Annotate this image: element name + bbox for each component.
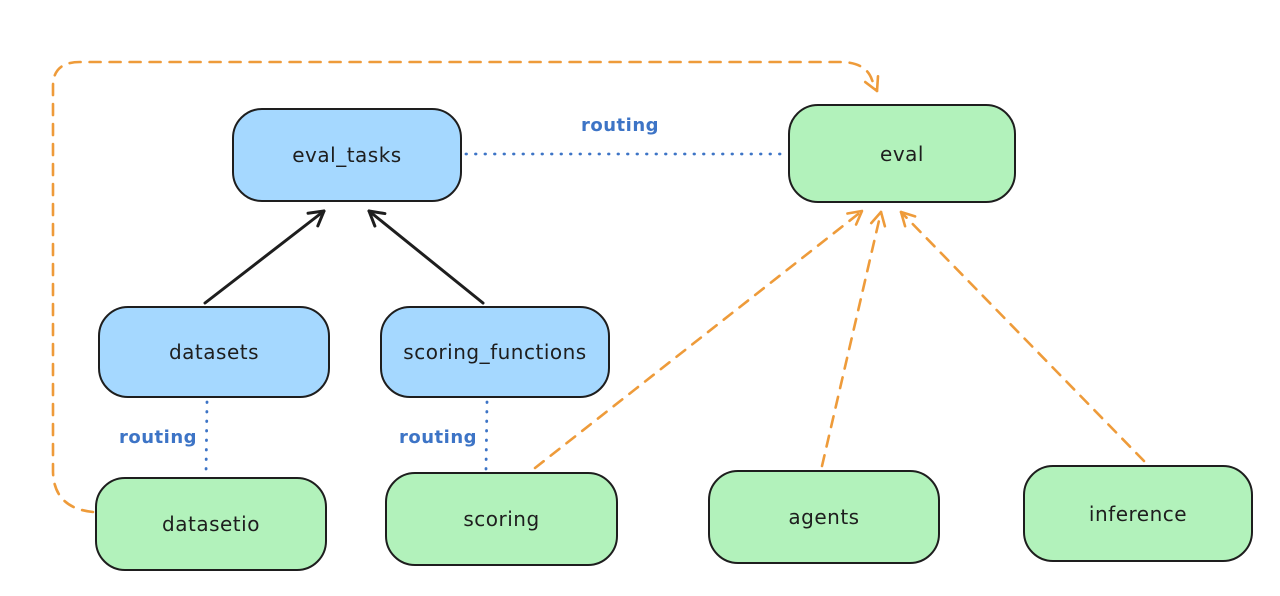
edge-inference-to-eval [899,210,1146,463]
edge-datasets-to-datasetio-routing [204,400,209,476]
node-scoring-label: scoring [463,507,540,531]
node-datasetio-label: datasetio [162,512,260,536]
node-datasets-label: datasets [168,340,260,364]
edge-datasets-to-eval-tasks [203,209,326,305]
node-datasets: datasets [98,306,330,398]
edge-label-routing-eval-tasks-eval: routing [580,115,660,136]
node-inference: inference [1023,465,1253,562]
edge-datasetio-to-eval [51,60,880,514]
edge-agents-to-eval [820,210,887,468]
node-agents-label: agents [788,505,860,529]
node-agents: agents [708,470,940,564]
node-eval-tasks: eval_tasks [232,108,462,202]
node-scoring-functions: scoring_functions [380,306,610,398]
edge-label-routing-datasets-datasetio: routing [118,427,198,448]
edge-label-routing-scoring-functions-scoring: routing [398,427,478,448]
node-eval-label: eval [880,141,924,166]
node-inference-label: inference [1088,501,1188,526]
node-scoring: scoring [385,472,618,566]
edge-scoring-functions-to-eval-tasks [367,209,485,305]
edge-scoring-to-eval [533,209,864,470]
node-eval-tasks-label: eval_tasks [292,143,402,167]
edge-scoring-functions-to-scoring-routing [484,400,489,471]
node-datasetio: datasetio [95,477,327,571]
node-eval: eval [788,104,1016,203]
node-scoring-functions-label: scoring_functions [403,340,587,364]
